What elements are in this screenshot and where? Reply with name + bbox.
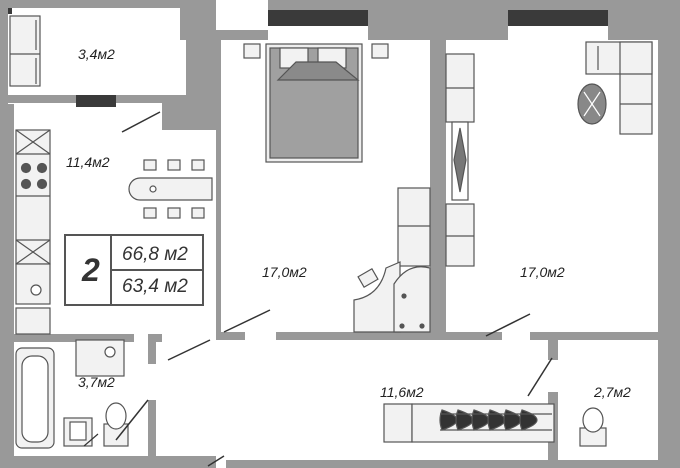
rooms-count: 2	[82, 252, 100, 288]
apartment-info-box: 2 66,8 м2 63,4 м2	[64, 234, 204, 306]
bedroom-door	[167, 309, 271, 361]
bedroom-furniture	[243, 43, 431, 333]
room-area-bedroom: 17,0м2	[262, 264, 307, 280]
windows	[8, 8, 608, 107]
entrance-door	[207, 455, 225, 467]
info-divider-horizontal	[112, 269, 202, 271]
balcony-furniture	[9, 15, 41, 87]
living-area: 63,4 м2	[122, 276, 188, 297]
room-area-wc: 2,7м2	[594, 384, 631, 400]
room-area-hall: 11,6м2	[380, 384, 424, 400]
bathroom-door	[115, 399, 149, 441]
total-area: 66,8 м2	[122, 244, 188, 265]
living-door	[485, 313, 531, 337]
bathroom-furniture	[15, 339, 129, 449]
kitchen-door	[121, 111, 161, 133]
info-divider-vertical	[110, 236, 112, 304]
hall-furniture	[383, 403, 555, 443]
room-area-kitchen: 11,4м2	[66, 154, 110, 170]
wc-furniture	[579, 407, 607, 447]
room-area-bathroom: 3,7м2	[78, 374, 115, 390]
wc-door	[527, 357, 553, 397]
room-area-balcony: 3,4м2	[78, 46, 115, 62]
room-area-living: 17,0м2	[520, 264, 565, 280]
kitchen-furniture	[15, 129, 213, 335]
living-furniture	[445, 41, 653, 267]
